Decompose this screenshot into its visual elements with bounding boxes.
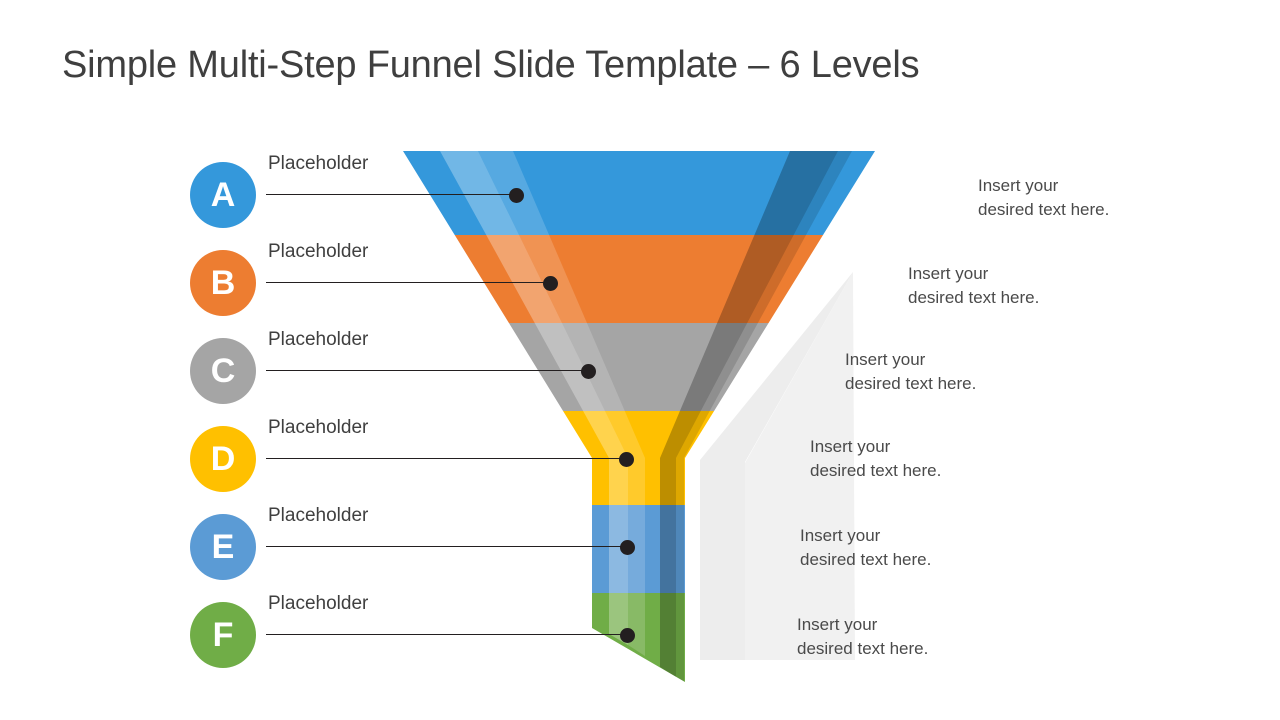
step-badge-b[interactable]: B — [190, 250, 256, 316]
step-dot-e — [620, 539, 635, 555]
step-letter-c: C — [210, 352, 236, 390]
step-label-e: Placeholder — [268, 505, 369, 526]
funnel-shadow-edge — [700, 272, 853, 660]
funnel-facets — [440, 151, 852, 682]
step-badge-f[interactable]: F — [190, 602, 256, 668]
step-connector-b — [266, 282, 550, 284]
band-orange — [403, 235, 875, 323]
step-description-b: Insert your desired text here. — [908, 264, 1040, 308]
step-dot-b — [543, 275, 558, 291]
step-badge-d[interactable]: D — [190, 426, 256, 492]
step-connector-e — [266, 546, 627, 548]
step-letter-a: A — [210, 176, 236, 214]
step-description-c: Insert your desired text here. — [845, 350, 977, 394]
step-dot-c — [581, 363, 596, 379]
step-dot-a — [509, 187, 524, 203]
step-connector-f — [266, 634, 627, 636]
step-label-c: Placeholder — [268, 329, 369, 350]
step-dot-d — [619, 451, 634, 467]
facet-shade-outer — [660, 151, 838, 677]
step-connector-c — [266, 370, 588, 372]
step-letter-e: E — [211, 528, 235, 566]
step-label-b: Placeholder — [268, 241, 369, 262]
step-letter-f: F — [212, 616, 234, 654]
step-letter-d: D — [210, 440, 236, 478]
step-connector-d — [266, 458, 626, 460]
funnel-shadow — [700, 272, 855, 660]
step-description-d: Insert your desired text here. — [810, 437, 942, 481]
step-badge-a[interactable]: A — [190, 162, 256, 228]
step-description-a: Insert your desired text here. — [978, 176, 1110, 220]
step-badge-e[interactable]: E — [190, 514, 256, 580]
step-dot-f — [620, 627, 635, 643]
step-letter-b: B — [210, 264, 236, 302]
band-blue — [403, 151, 875, 235]
step-description-f: Insert your desired text here. — [797, 615, 929, 659]
step-badge-c[interactable]: C — [190, 338, 256, 404]
facet-highlight-outer — [440, 151, 628, 645]
funnel-shadow-shape — [745, 272, 855, 660]
page-title: Simple Multi-Step Funnel Slide Template … — [62, 44, 920, 86]
step-label-a: Placeholder — [268, 153, 369, 174]
step-connector-a — [266, 194, 516, 196]
facet-highlight-inner — [478, 151, 645, 656]
step-description-e: Insert your desired text here. — [800, 526, 932, 570]
step-label-f: Placeholder — [268, 593, 369, 614]
step-label-d: Placeholder — [268, 417, 369, 438]
